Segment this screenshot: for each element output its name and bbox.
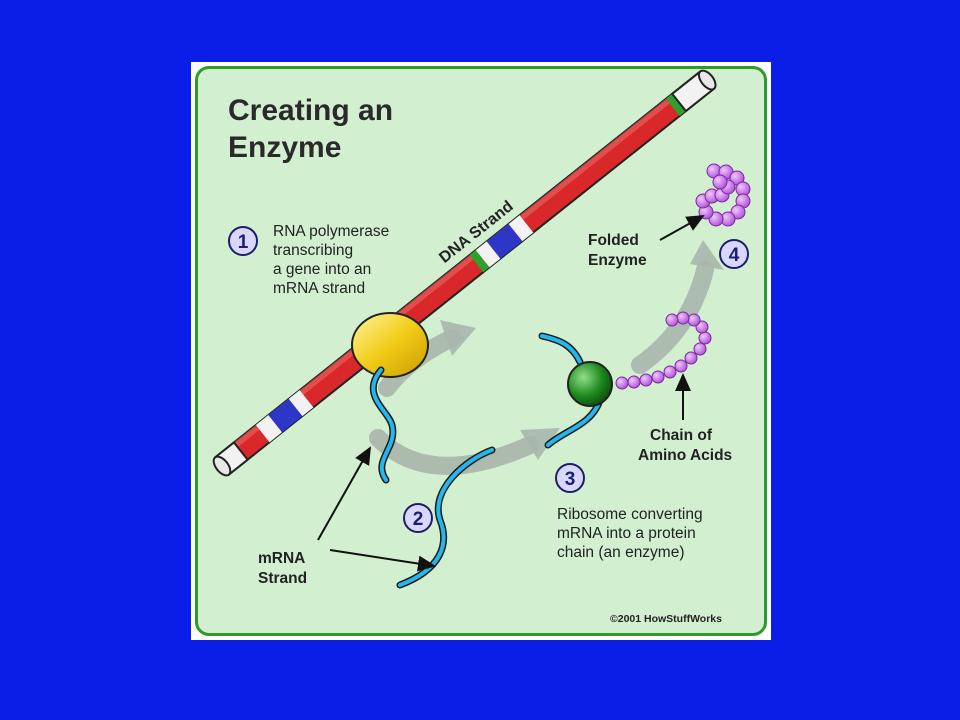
amino-chain-label: Chain of Amino Acids <box>638 427 732 464</box>
pointer-arrows <box>317 215 705 572</box>
title-line-1: Creating an <box>228 94 393 127</box>
step-1-line-2: transcribing <box>273 242 353 259</box>
title-line-2: Enzyme <box>228 131 341 164</box>
diagram-panel-inner <box>195 66 767 636</box>
step-3-description: Ribosome converting mRNA into a protein … <box>557 506 703 561</box>
mrna-strand-line-1: mRNA <box>258 550 305 567</box>
folded-enzyme-line-1: Folded <box>588 232 639 249</box>
step-3-line-1: Ribosome converting <box>557 506 703 523</box>
mrna-strand-line-2: Strand <box>258 570 307 587</box>
step-1-number: 1 <box>238 232 249 253</box>
step-3-line-2: mRNA into a protein <box>557 525 696 542</box>
step-3-number: 3 <box>565 469 576 490</box>
step-1-description: RNA polymerase transcribing a gene into … <box>273 223 389 297</box>
step-2-badge: 2 <box>403 503 433 533</box>
diagram-panel <box>191 62 771 640</box>
folded-enzyme-line-2: Enzyme <box>588 252 647 269</box>
mrna-strand-label: mRNA Strand <box>258 550 307 587</box>
copyright: ©2001 HowStuffWorks <box>610 613 722 625</box>
dna-strand: DNA Strand <box>212 69 717 477</box>
step-4-badge: 4 <box>719 239 749 269</box>
rna-polymerase <box>351 312 429 378</box>
step-2-number: 2 <box>413 509 424 530</box>
folded-enzyme-label: Folded Enzyme <box>588 232 647 269</box>
amino-chain-line-1: Chain of <box>650 427 713 444</box>
mrna-strands <box>371 334 602 587</box>
amino-acid-chain <box>615 311 712 390</box>
step-1-line-3: a gene into an <box>273 261 371 278</box>
folded-enzyme <box>695 163 751 227</box>
step-1-line-1: RNA polymerase <box>273 223 389 240</box>
step-3-line-3: chain (an enzyme) <box>557 544 685 561</box>
step-3-badge: 3 <box>555 463 585 493</box>
step-1-badge: 1 <box>228 226 258 256</box>
process-arrow-heads <box>440 240 724 460</box>
ribosome <box>567 361 613 407</box>
step-1-line-4: mRNA strand <box>273 280 365 297</box>
step-4-number: 4 <box>729 245 740 266</box>
amino-chain-line-2: Amino Acids <box>638 447 732 464</box>
